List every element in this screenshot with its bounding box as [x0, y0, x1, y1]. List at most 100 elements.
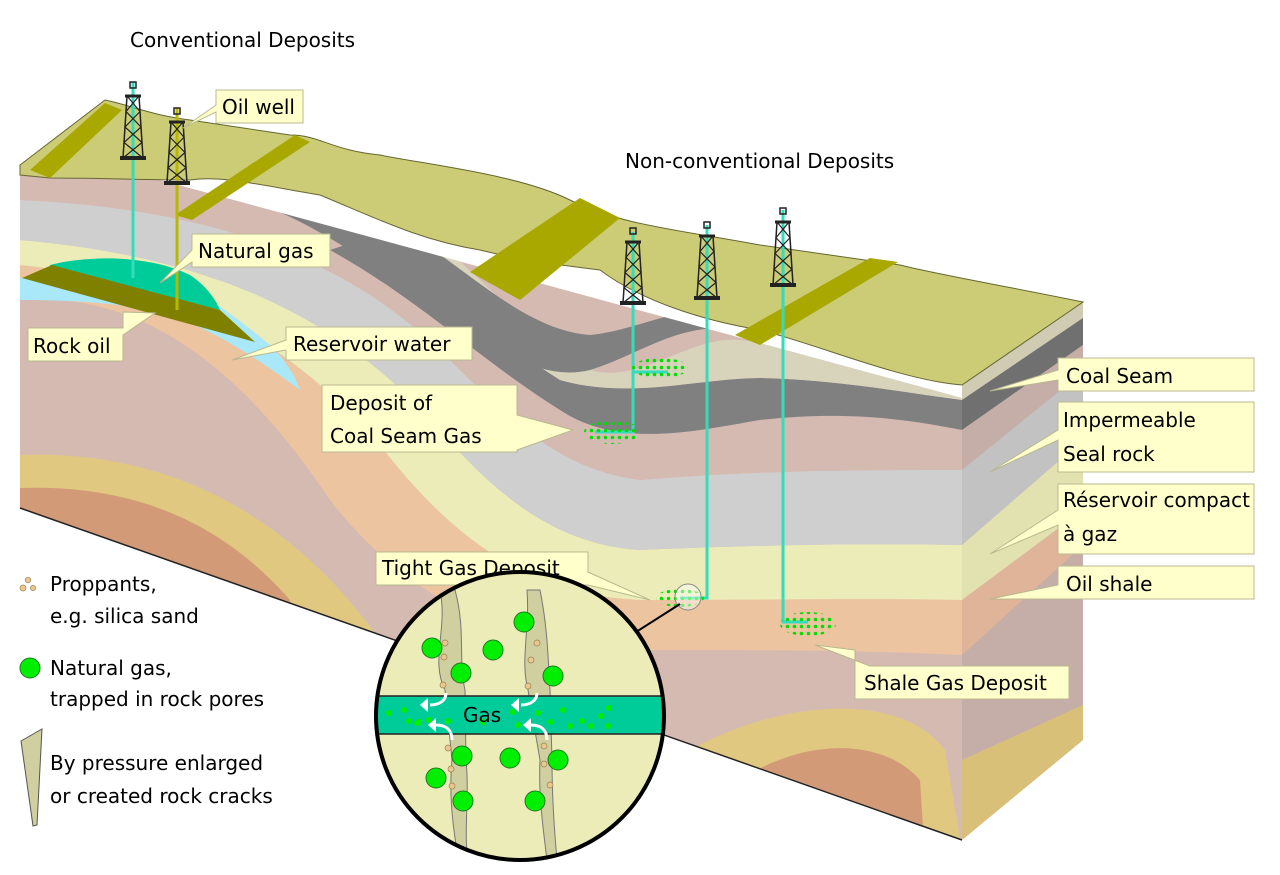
gas-channel-label: Gas [463, 703, 501, 727]
tight-gas-cluster [656, 589, 704, 607]
svg-text:Natural gas,: Natural gas, [50, 656, 172, 680]
gas-pore [452, 790, 474, 812]
proppant [440, 653, 448, 661]
surface-stripe-3 [470, 198, 620, 300]
svg-text:Shale Gas Deposit: Shale Gas Deposit [864, 671, 1047, 695]
gas-channel [376, 695, 664, 735]
rock-oil-layer [22, 265, 255, 342]
layer-tight-reservoir [20, 240, 962, 600]
derrick-icon [620, 227, 646, 305]
svg-text:e.g. silica sand: e.g. silica sand [50, 604, 199, 628]
channel-gas-dot [560, 707, 566, 713]
gas-pore [421, 637, 443, 659]
svg-text:Deposit of: Deposit of [330, 391, 433, 415]
channel-gas-dot [605, 723, 611, 729]
channel-gas-dot [579, 718, 585, 724]
channel-gas-dot [406, 718, 412, 724]
coal-seam-gas-cluster-lower [584, 420, 640, 444]
layer-seal-rock [20, 200, 962, 550]
magnifier-detail: Gas [374, 570, 666, 862]
legend: Proppants, e.g. silica sand Natural gas,… [19, 572, 273, 827]
callout-coal-seam-gas: Deposit of Coal Seam Gas [321, 384, 575, 453]
derrick-icon [694, 221, 720, 300]
layer-coal-lower [330, 240, 962, 434]
svg-text:Seal rock: Seal rock [1063, 442, 1155, 466]
callout-rock-oil: Rock oil [27, 311, 157, 362]
surface-stripe-1 [30, 103, 122, 178]
svg-text:Réservoir compact: Réservoir compact [1063, 488, 1250, 512]
svg-text:Reservoir water: Reservoir water [293, 332, 451, 356]
gas-pore [450, 662, 472, 684]
proppant [533, 639, 541, 647]
gas-pore [542, 665, 564, 687]
gas-bubble-icon [19, 657, 41, 679]
proppant [546, 781, 554, 789]
svg-text:à gaz: à gaz [1063, 522, 1117, 546]
flow-arrows [420, 692, 549, 741]
proppant [439, 681, 447, 689]
derrick-icon [164, 107, 190, 185]
svg-text:By pressure enlarged: By pressure enlarged [50, 751, 263, 775]
svg-text:Oil shale: Oil shale [1066, 572, 1152, 596]
coal-seam-gas-cluster-upper [632, 358, 688, 378]
layer-pink-upper [20, 178, 962, 480]
gas-pore [524, 790, 546, 812]
gas-pore [513, 611, 535, 633]
gas-clusters [584, 358, 836, 636]
gas-pore [482, 639, 504, 661]
gas-pore [499, 747, 521, 769]
callout-oil-shale: Oil shale [989, 565, 1255, 600]
channel-gas-dot [567, 723, 573, 729]
channel-gas-dot [401, 707, 407, 713]
magnifier-frame [374, 570, 666, 862]
svg-text:trapped in rock pores: trapped in rock pores [50, 687, 264, 711]
channel-gas-dot [548, 719, 554, 725]
callout-reservoir-water: Reservoir water [231, 326, 473, 361]
gas-pore [425, 767, 447, 789]
derricks [120, 81, 796, 305]
channel-gas-dot [535, 710, 541, 716]
title-conventional: Conventional Deposits [130, 28, 355, 52]
svg-text:Natural gas: Natural gas [198, 239, 314, 263]
callout-oil-well: Oil well [182, 89, 304, 129]
proppant [540, 742, 548, 750]
derrick-icon [120, 81, 146, 160]
svg-text:Proppants,: Proppants, [50, 572, 157, 596]
proppants-icon [19, 576, 36, 592]
reservoir-water [20, 270, 300, 390]
legend-item-natural-gas: Natural gas, trapped in rock pores [19, 656, 264, 711]
svg-text:or created rock cracks: or created rock cracks [50, 784, 273, 808]
proppant [527, 656, 535, 664]
shale-gas-cluster [780, 612, 836, 636]
derrick-icon [770, 207, 796, 287]
gas-pore [547, 749, 569, 771]
callout-coal-seam: Coal Seam [989, 357, 1255, 392]
title-nonconventional: Non-conventional Deposits [625, 149, 894, 173]
callout-shale-gas: Shale Gas Deposit [814, 644, 1070, 700]
layer-oil-shale [20, 265, 962, 655]
channel-gas-dot [416, 719, 422, 725]
svg-text:Coal Seam: Coal Seam [1066, 364, 1173, 388]
channel-gas-dot [515, 722, 521, 728]
tight-gas-magnifier-spot [674, 583, 702, 611]
rock-crack-icon [20, 728, 43, 827]
channel-gas-dot [606, 705, 612, 711]
callout-reservoir-compact: Réservoir compact à gaz [989, 483, 1255, 555]
proppant [448, 782, 456, 790]
channel-gas-dot [598, 713, 604, 719]
callout-seal-rock: Impermeable Seal rock [989, 401, 1255, 473]
channel-gas-dot [510, 709, 516, 715]
gas-pore [451, 745, 473, 767]
svg-text:Oil well: Oil well [222, 95, 295, 119]
proppant [524, 682, 532, 690]
proppant [447, 765, 455, 773]
proppant [444, 744, 452, 752]
surface-stripe-4 [735, 258, 898, 345]
layer-deep-orange-right [740, 748, 925, 840]
proppant [441, 639, 449, 647]
proppant [540, 760, 548, 768]
channel-gas-dot [480, 719, 486, 725]
callout-natural-gas: Natural gas [159, 233, 331, 284]
channel-gas-dot [445, 718, 451, 724]
